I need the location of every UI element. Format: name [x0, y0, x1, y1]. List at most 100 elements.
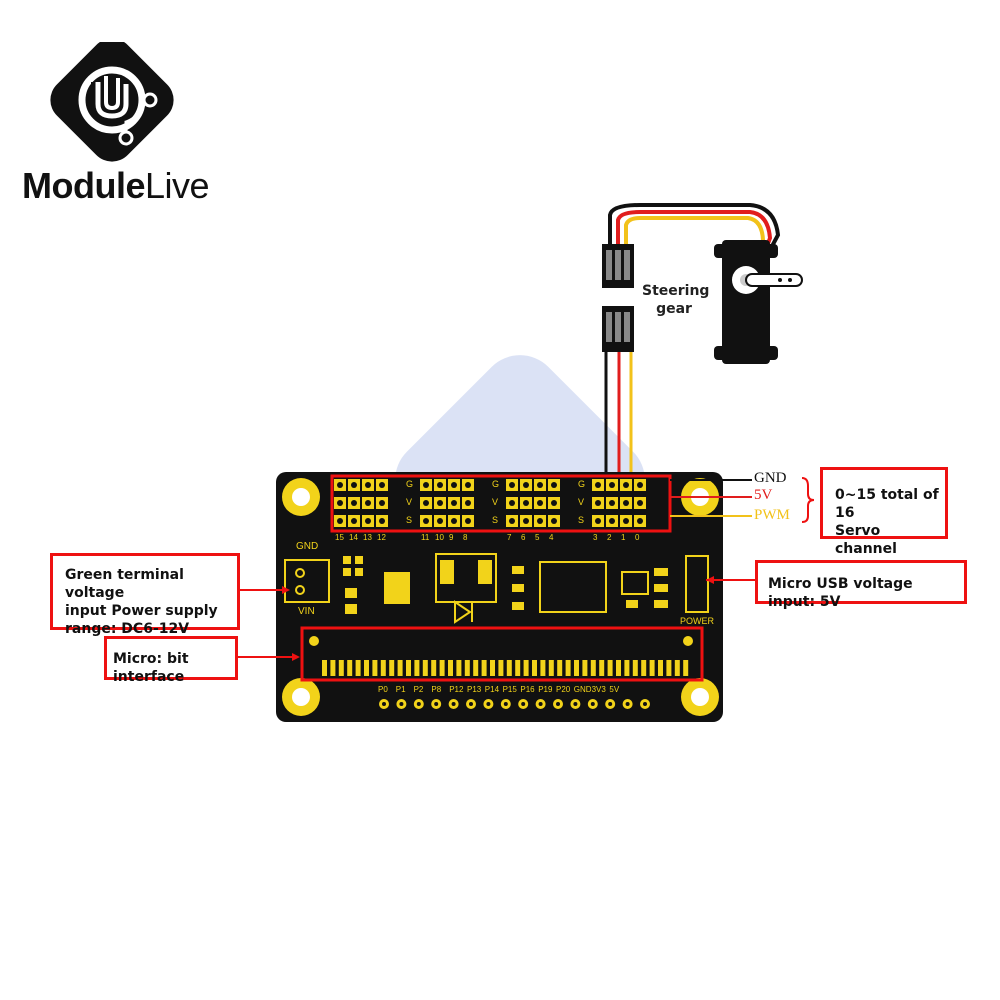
channel-number-label: 2: [607, 533, 612, 542]
header-pin-hole: [437, 482, 443, 488]
edge-pin-label: P8: [431, 685, 442, 694]
channel-number-label: 15: [335, 533, 344, 542]
channel-number-label: 10: [435, 533, 444, 542]
header-pin-hole: [451, 500, 457, 506]
edge-finger: [481, 660, 487, 676]
modulelive-logo: [40, 38, 180, 167]
mounting-hole-bl: [282, 678, 320, 716]
header-pin-hole: [523, 482, 529, 488]
bottom-pad-hole: [556, 702, 560, 706]
header-pin-hole: [609, 500, 615, 506]
edge-finger: [582, 660, 588, 676]
edge-pin-label: P15: [502, 685, 517, 694]
header-pin-hole: [337, 500, 343, 506]
bottom-pad-hole: [469, 702, 473, 706]
edge-finger: [607, 660, 613, 676]
edge-finger: [372, 660, 378, 676]
header-row-label: S: [578, 515, 585, 525]
edge-finger: [666, 660, 672, 676]
edge-finger: [658, 660, 663, 676]
channel-number-label: 5: [535, 533, 540, 542]
header-pin-hole: [451, 482, 457, 488]
header-pin-hole: [423, 518, 429, 524]
brand-name-bold: Module: [22, 165, 145, 206]
micro-usb-callout: Micro USB voltage input: 5V: [755, 560, 967, 610]
terminal-gnd-label: GND: [296, 541, 319, 552]
edge-finger: [473, 660, 479, 676]
pcb-board: [276, 472, 723, 722]
green-terminal-line1: Green terminal voltage: [65, 567, 184, 601]
header-row-label: S: [492, 515, 499, 525]
edge-pin-label: P1: [395, 685, 406, 694]
edge-finger: [641, 660, 647, 676]
edge-finger: [557, 660, 563, 676]
green-terminal-line3: range: DC6-12V: [65, 621, 190, 637]
header-row-label: V: [578, 497, 585, 507]
bottom-pad-hole: [625, 702, 630, 706]
steering-label-line1: Steering: [642, 283, 710, 299]
header-pin-hole: [337, 518, 343, 524]
header-pin-hole: [609, 482, 615, 488]
edge-finger: [683, 660, 689, 676]
header-row-label: V: [406, 497, 413, 507]
edge-pin-label: P20: [556, 685, 571, 694]
header-pin-hole: [551, 518, 557, 524]
bottom-pad-hole: [643, 702, 647, 706]
header-pin-hole: [623, 482, 629, 488]
edge-finger: [439, 660, 445, 676]
channel-number-label: 13: [363, 533, 372, 542]
edge-pin-label: P19: [538, 685, 553, 694]
edge-finger: [540, 660, 546, 676]
edge-finger: [649, 660, 655, 676]
header-pin-hole: [423, 500, 429, 506]
logo-mark-icon: [50, 38, 174, 162]
power-label: POWER: [680, 616, 715, 626]
header-pin-hole: [537, 500, 543, 506]
bottom-pad-hole: [538, 702, 543, 706]
servo-channel-line1: 0~15 total of 16: [835, 487, 939, 521]
header-pin-hole: [523, 500, 529, 506]
header-pin-hole: [637, 482, 643, 488]
edge-finger: [406, 660, 411, 676]
edge-finger: [414, 660, 420, 676]
edge-pin-label: GND: [573, 685, 592, 694]
edge-finger: [380, 660, 386, 676]
edge-finger: [490, 660, 495, 676]
edge-finger: [322, 660, 327, 676]
edge-finger: [347, 660, 353, 676]
brand-name-light: Live: [144, 165, 210, 206]
header-pin-hole: [365, 482, 371, 488]
header-pin-hole: [437, 500, 443, 506]
dupont-connector-bottom: [602, 306, 634, 352]
dupont-connector-top: [602, 244, 634, 288]
components: [343, 553, 709, 624]
header-row-label: V: [492, 497, 499, 507]
header-pin-hole: [595, 500, 601, 506]
servo-header-pins: [334, 479, 646, 527]
terminal-vin-label: VIN: [298, 606, 315, 617]
channel-number-label: 4: [549, 533, 554, 542]
channel-number-label: 14: [349, 533, 358, 542]
header-row-label: G: [578, 479, 586, 489]
edge-finger: [498, 660, 504, 676]
edge-finger: [355, 660, 361, 676]
edge-finger: [565, 660, 571, 676]
edge-finger: [674, 660, 680, 676]
header-pin-hole: [423, 482, 429, 488]
channel-number-label: 11: [421, 533, 430, 542]
header-pin-hole: [609, 518, 615, 524]
edge-finger: [448, 660, 453, 676]
header-pin-hole: [509, 500, 515, 506]
edge-pin-label: P16: [520, 685, 535, 694]
header-pin-hole: [379, 500, 385, 506]
bottom-pad-hole: [451, 702, 456, 706]
header-pin-hole: [351, 482, 357, 488]
header-pin-hole: [379, 518, 385, 524]
header-pin-hole: [465, 482, 471, 488]
edge-finger: [574, 660, 579, 676]
bottom-pad-hole: [521, 702, 526, 706]
header-pin-hole: [365, 500, 371, 506]
header-row-label: G: [406, 479, 414, 489]
microbit-edge-fingers: [322, 660, 689, 676]
